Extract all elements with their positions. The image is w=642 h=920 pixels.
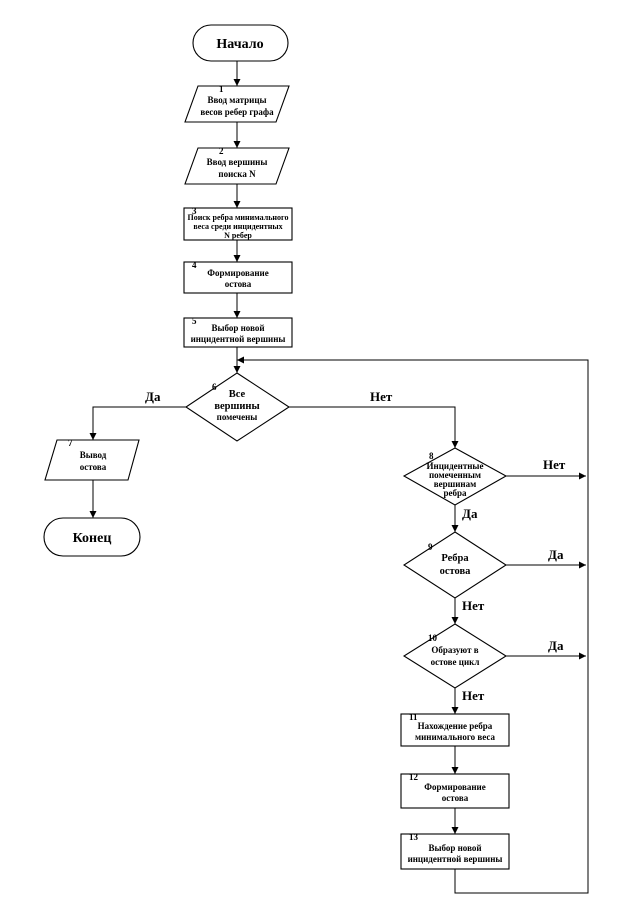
node-5-line-1: Выбор новой bbox=[211, 323, 264, 333]
node-10-line-2: остове цикл bbox=[431, 657, 480, 667]
node-11-number: 11 bbox=[409, 712, 418, 722]
node-8-line-4: ребра bbox=[443, 488, 467, 498]
node-3-search-min-edge: 3 Поиск ребра минимального веса среди ин… bbox=[183, 206, 293, 241]
node-6-line-3: помечены bbox=[217, 412, 258, 422]
start-terminator: Начало bbox=[192, 24, 289, 62]
edge-6-no-8 bbox=[289, 406, 459, 448]
node-10-line-1: Образуют в bbox=[431, 645, 478, 655]
node-12-line-2: остова bbox=[442, 793, 469, 803]
label-6-yes: Да bbox=[145, 389, 161, 404]
edge-loop-return bbox=[237, 356, 589, 894]
label-10-no: Нет bbox=[462, 688, 485, 703]
node-8-line-3: вершинам bbox=[434, 479, 476, 489]
connectors bbox=[89, 61, 589, 894]
node-7-line-2: остова bbox=[80, 462, 107, 472]
node-6-decision-all-marked: 6 Все вершины помечены bbox=[185, 372, 291, 442]
label-10-yes: Да bbox=[548, 638, 564, 653]
node-2-input-vertex: 2 Ввод вершины поиска N bbox=[184, 146, 290, 185]
node-4-line-2: остова bbox=[225, 279, 252, 289]
node-13-select-vertex: 13 Выбор новой инцидентной вершины bbox=[400, 832, 510, 870]
node-3-line-2: веса среди инцидентных bbox=[193, 222, 282, 231]
node-10-number: 10 bbox=[428, 633, 438, 643]
node-11-line-2: минимального веса bbox=[415, 732, 496, 742]
node-10-decision-cycle: 10 Образуют в остове цикл bbox=[402, 623, 508, 689]
label-8-no: Нет bbox=[543, 457, 566, 472]
node-7-output-tree: 7 Вывод остова bbox=[44, 438, 140, 481]
node-1-line-1: Ввод матрицы bbox=[207, 95, 266, 105]
end-label: Конец bbox=[73, 531, 112, 546]
branch-labels: Да Нет Нет Да Да Нет Да Нет bbox=[145, 389, 566, 703]
node-9-decision-tree-edges: 9 Ребра остова bbox=[402, 531, 508, 599]
node-6-line-1: Все bbox=[229, 389, 246, 400]
edge-6-yes-7 bbox=[89, 406, 186, 440]
node-12-line-1: Формирование bbox=[424, 782, 485, 792]
node-8-number: 8 bbox=[429, 451, 434, 461]
node-12-form-tree: 12 Формирование остова bbox=[400, 772, 510, 809]
node-7-number: 7 bbox=[68, 438, 73, 448]
node-13-line-1: Выбор новой bbox=[428, 843, 481, 853]
start-label: Начало bbox=[216, 37, 263, 52]
node-3-line-3: N ребер bbox=[224, 231, 252, 240]
node-1-number: 1 bbox=[219, 84, 224, 94]
node-9-line-1: Ребра bbox=[441, 553, 469, 564]
node-5-number: 5 bbox=[192, 316, 197, 326]
node-4-number: 4 bbox=[192, 260, 197, 270]
node-8-decision-incident-edges: 8 Инцидентные помеченным вершинам ребра bbox=[402, 447, 508, 506]
node-12-number: 12 bbox=[409, 772, 419, 782]
node-8-line-2: помеченным bbox=[429, 470, 481, 480]
node-8-line-1: Инцидентные bbox=[427, 461, 484, 471]
node-5-line-2: инцидентной вершины bbox=[191, 334, 286, 344]
end-terminator: Конец bbox=[43, 517, 141, 557]
node-2-line-2: поиска N bbox=[218, 169, 256, 179]
node-2-line-1: Ввод вершины bbox=[207, 157, 268, 167]
node-3-line-1: Поиск ребра минимального bbox=[188, 213, 289, 222]
node-6-number: 6 bbox=[212, 382, 217, 392]
node-4-line-1: Формирование bbox=[207, 268, 268, 278]
label-9-yes: Да bbox=[548, 547, 564, 562]
node-13-number: 13 bbox=[409, 832, 419, 842]
node-7-line-1: Вывод bbox=[80, 450, 107, 460]
node-11-line-1: Нахождение ребра bbox=[418, 721, 493, 731]
node-6-line-2: вершины bbox=[214, 401, 259, 412]
label-9-no: Нет bbox=[462, 598, 485, 613]
node-9-number: 9 bbox=[428, 542, 433, 552]
node-13-line-2: инцидентной вершины bbox=[408, 854, 503, 864]
label-8-yes: Да bbox=[462, 506, 478, 521]
node-5-select-vertex: 5 Выбор новой инцидентной вершины bbox=[183, 316, 293, 348]
node-4-form-tree: 4 Формирование остова bbox=[183, 260, 293, 294]
node-2-number: 2 bbox=[219, 146, 224, 156]
label-6-no: Нет bbox=[370, 389, 393, 404]
node-11-find-min-edge: 11 Нахождение ребра минимального веса bbox=[400, 712, 510, 747]
node-9-line-2: остова bbox=[440, 566, 472, 577]
node-1-input-matrix: 1 Ввод матрицы весов ребер графа bbox=[184, 84, 290, 123]
node-3-number: 3 bbox=[192, 206, 197, 216]
node-1-line-2: весов ребер графа bbox=[200, 107, 274, 117]
